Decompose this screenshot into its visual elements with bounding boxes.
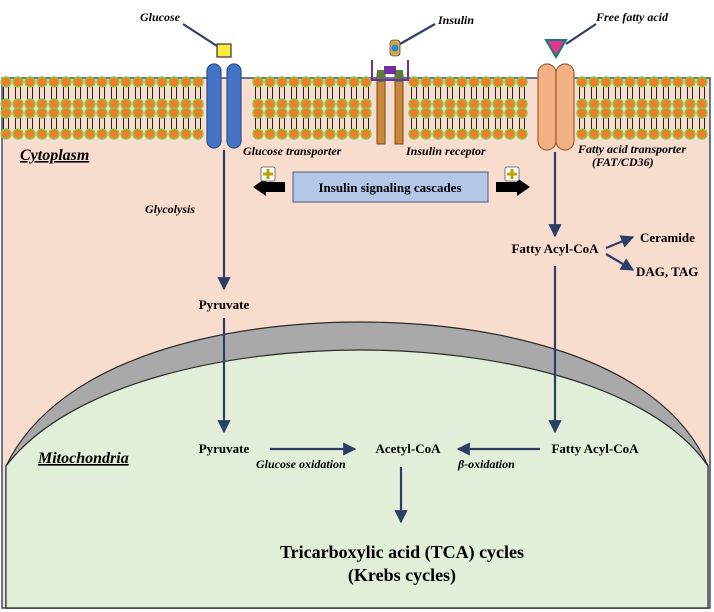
to-dag-tag-arrow <box>605 253 635 271</box>
fatty-acyl-coa-mito-label: Fatty Acyl-CoA <box>551 441 639 456</box>
glucose-label: Glucose <box>140 10 181 24</box>
fat-transporter-label-1: Fatty acid transporter <box>577 142 686 156</box>
insulin-signaling-group: Insulin signaling cascades <box>253 166 530 203</box>
cell-membrane <box>0 76 708 140</box>
to-ceramide-arrow <box>605 235 635 250</box>
insulin-receptor <box>371 60 409 145</box>
free-fatty-acid-triangle <box>544 39 568 59</box>
cytoplasm-label: Cytoplasm <box>20 147 89 164</box>
insulin-molecule <box>389 39 401 57</box>
fatty-acid-transporter <box>537 63 575 151</box>
ceramide-label: Ceramide <box>640 230 695 245</box>
mito-matrix <box>5 349 709 609</box>
glycolysis-label: Glycolysis <box>145 202 195 216</box>
pyruvate-mito-label: Pyruvate <box>199 441 250 456</box>
glucose-transporter-label: Glucose transporter <box>243 144 342 158</box>
dag-tag-label: DAG, TAG <box>636 264 698 279</box>
right-arrow-block <box>496 178 530 196</box>
glucose-transporter <box>206 63 242 149</box>
plus-icon-right <box>504 166 520 182</box>
glucose-oxidation-label: Glucose oxidation <box>256 457 346 471</box>
tca-label-1: Tricarboxylic acid (TCA) cycles <box>280 542 524 563</box>
insulin-receptor-label: Insulin receptor <box>405 144 486 158</box>
glucose-molecule <box>216 43 232 58</box>
insulin-signaling-box <box>292 171 489 203</box>
insulin-signaling-label: Insulin signaling cascades <box>318 180 461 195</box>
acetyl-coa-label: Acetyl-CoA <box>376 441 442 456</box>
tca-label-2: (Krebs cycles) <box>348 565 456 586</box>
plus-icon-left <box>260 166 276 182</box>
mitochondria-label: Mitochondria <box>37 450 129 467</box>
mitochondrion <box>5 321 709 609</box>
beta-oxidation-label: β-oxidation <box>457 457 515 471</box>
insulin-label: Insulin <box>437 13 474 27</box>
pyruvate-cyto-label: Pyruvate <box>199 297 250 312</box>
fat-transporter-label-2: (FAT/CD36) <box>592 155 654 169</box>
left-arrow-block <box>253 178 285 196</box>
free-fatty-acid-label: Free fatty acid <box>595 10 669 24</box>
fatty-acyl-coa-cyto-label: Fatty Acyl-CoA <box>511 241 599 256</box>
